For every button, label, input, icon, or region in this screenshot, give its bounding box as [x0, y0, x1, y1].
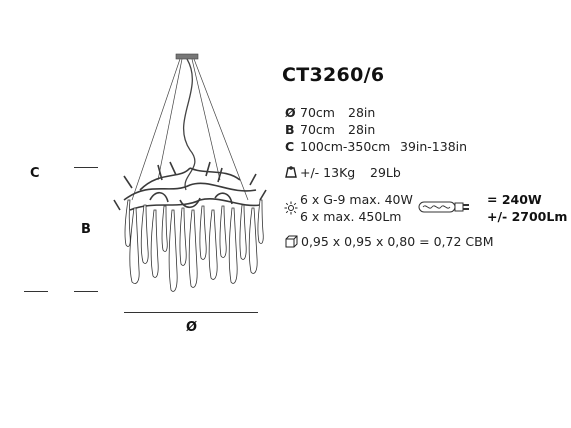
spec-metric: 100cm-350cm [300, 139, 391, 154]
spec-height-b: B 70cm 28in [285, 122, 375, 137]
spec-weight: +/- 13Kg 29Lb [285, 165, 401, 180]
sun-bulb-icon [284, 201, 298, 215]
spec-diameter: Ø 70cm 28in [285, 105, 375, 120]
dim-line-diameter [124, 312, 258, 313]
total-lumens: +/- 2700Lm [487, 209, 568, 224]
spec-metric: 70cm [300, 105, 335, 120]
dim-label-c: C [30, 166, 40, 181]
dim-line-b-left [24, 291, 48, 292]
spec-height-c: C 100cm-350cm 39in-138in [285, 139, 467, 154]
dim-label-b: B [81, 222, 91, 237]
suspension-cables [131, 58, 249, 201]
spec-lumens: 6 x max. 450Lm [300, 209, 402, 224]
spec-symbol: B [285, 122, 295, 137]
spec-imperial: 39in-138in [400, 139, 468, 154]
dim-label-diameter: Ø [186, 320, 198, 335]
branch-frame [113, 161, 267, 211]
weight-icon [285, 166, 297, 178]
spec-imperial: 28in [348, 105, 376, 120]
weight-imperial: 29Lb [370, 165, 401, 180]
spec-bulbs: 6 x G-9 max. 40W [300, 192, 413, 207]
spec-symbol: Ø [285, 105, 296, 120]
dim-line-c-top [74, 167, 98, 168]
packing-cbm: 0,95 x 0,95 x 0,80 = 0,72 CBM [301, 234, 494, 249]
spec-packing: 0,95 x 0,95 x 0,80 = 0,72 CBM [285, 234, 494, 249]
box-icon [285, 235, 298, 248]
spec-imperial: 28in [348, 122, 376, 137]
glass-drops [124, 199, 264, 292]
spec-symbol: C [285, 139, 295, 154]
model-title: CT3260/6 [282, 64, 385, 86]
dim-line-b-right [74, 291, 98, 292]
canopy [175, 53, 199, 60]
chandelier-drawing [113, 53, 267, 292]
g9-bulb-icon [418, 201, 469, 213]
spec-metric: 70cm [300, 122, 335, 137]
total-watts: = 240W [487, 192, 542, 207]
weight-metric: +/- 13Kg [300, 165, 356, 180]
